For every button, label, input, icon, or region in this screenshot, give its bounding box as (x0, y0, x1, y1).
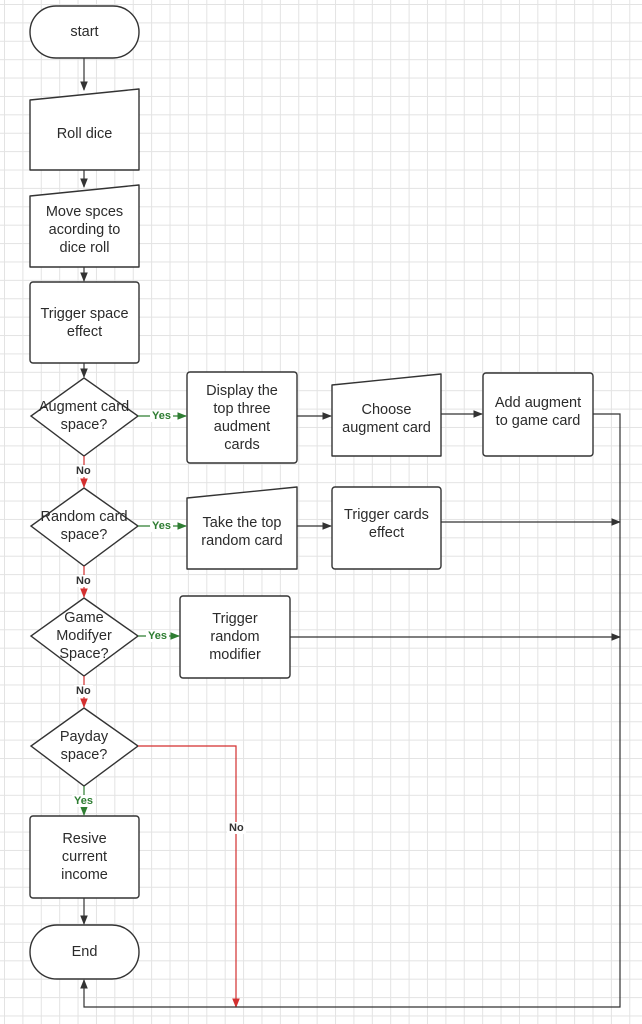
trigger-cards-effect-box (331, 486, 442, 570)
payday-decision (29, 707, 140, 787)
roll-dice-input (29, 88, 140, 171)
choose-augment-input (331, 373, 442, 457)
edge-add-loop (80, 413, 621, 1008)
display-top-three-box (186, 371, 298, 464)
resive-income-box (29, 815, 140, 899)
start-terminal (29, 5, 140, 59)
trigger-space-effect-box (29, 281, 140, 364)
add-augment-box (482, 372, 594, 457)
take-top-card-input (186, 486, 298, 570)
end-terminal (29, 924, 140, 980)
edge-payday-no (138, 745, 240, 1008)
trigger-random-modifier-box (179, 595, 291, 679)
game-modifier-decision (29, 597, 140, 677)
move-spaces-input (29, 184, 140, 268)
random-card-decision (29, 487, 140, 567)
augment-card-decision (29, 377, 140, 457)
